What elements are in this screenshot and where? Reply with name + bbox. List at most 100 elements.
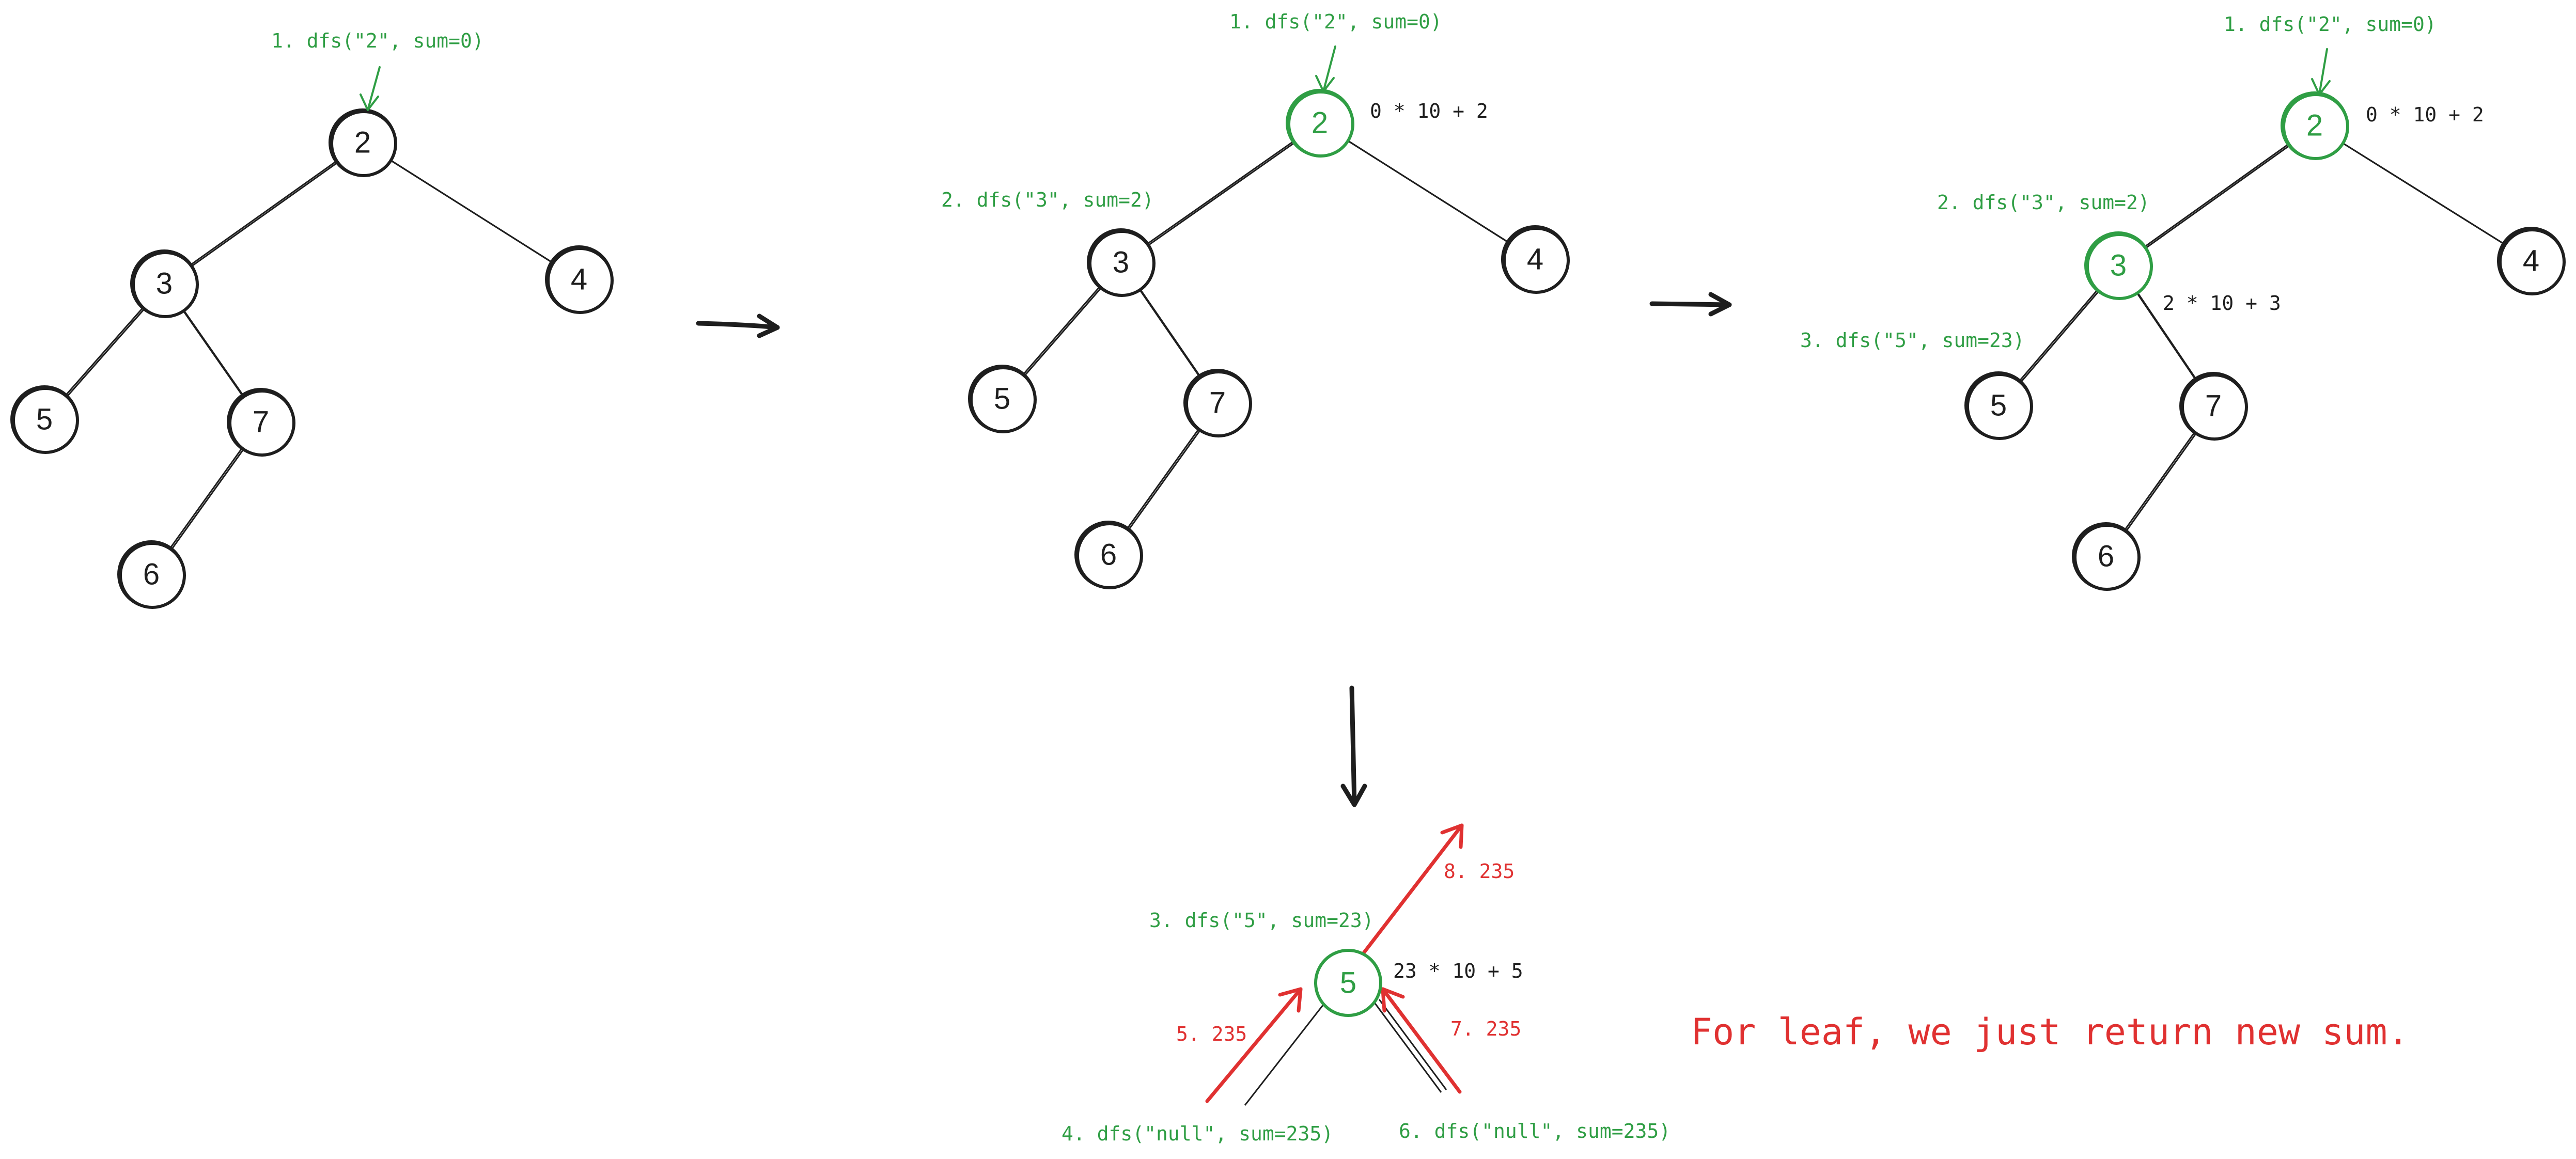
call-label: 4. dfs("null", sum=235): [1061, 1122, 1333, 1145]
tree-node-7: 7: [1183, 369, 1252, 437]
tree-node-outline: [12, 387, 79, 454]
return-label: 5. 235: [1176, 1023, 1247, 1045]
return-arrow-icon: [1362, 823, 1464, 955]
tree-node-2: 2: [2281, 91, 2349, 160]
tree-node-value: 6: [143, 558, 160, 591]
calc-label: 0 * 10 + 2: [1370, 100, 1488, 122]
tree-node-4: 4: [1501, 225, 1570, 294]
tree-node-value: 2: [1312, 106, 1328, 140]
tree-node-outline: [2181, 373, 2248, 441]
tree-edge: [2124, 432, 2195, 530]
tree-node-value: 7: [2205, 389, 2222, 423]
tree-node-outline: [970, 366, 1037, 433]
tree-node-value: 5: [1340, 966, 1356, 1000]
tree-node-value: 3: [1113, 246, 1129, 279]
tree-edge: [2019, 289, 2098, 382]
tree-edge: [2126, 433, 2197, 531]
tree-panel-visit-root: 2 3 4 5 7 6 1. dfs("2", sum=0) 2. dfs("3", sum=…: [941, 10, 1570, 589]
tree-node-outline: [330, 110, 397, 177]
tree-node-6: 6: [117, 540, 186, 609]
tree-panel-initial: 2 3 4 5 7 6 1. dfs("2", sum=0): [10, 29, 614, 609]
tree-edge: [1378, 999, 1447, 1090]
tree-edge: [171, 449, 244, 550]
tree-node-outline: [1076, 522, 1143, 589]
tree-node-2: 2: [329, 108, 397, 177]
tree-node-outline: [1287, 90, 1354, 158]
tree-node-5: 5: [968, 365, 1037, 433]
tree-node-outline: [132, 251, 199, 318]
call-label: 3. dfs("5", sum=23): [1800, 329, 2025, 352]
tree-node-value: 4: [1527, 243, 1543, 276]
arrow-right-icon: [1649, 292, 1732, 317]
return-label: 7. 235: [1450, 1017, 1521, 1040]
leaf-detail-panel: 5 3. dfs("5", sum=23) 23 * 10 + 5 8. 235…: [1061, 823, 1671, 1145]
tree-node-outline: [2282, 93, 2349, 160]
arrow-down-icon: [1340, 685, 1367, 807]
tree-node-outline: [2073, 524, 2141, 591]
call-arrow-icon: [2311, 48, 2331, 96]
tree-node-2: 2: [1286, 89, 1354, 158]
flow-arrows: [696, 292, 1732, 807]
tree-node-7: 7: [2179, 372, 2248, 441]
return-arrows: [1205, 823, 1464, 1103]
call-label: 1. dfs("2", sum=0): [2224, 13, 2437, 36]
tree-edge: [1024, 287, 1102, 376]
tree-edge: [2343, 143, 2506, 245]
tree-node-value: 5: [36, 403, 53, 436]
tree-node-4: 4: [545, 245, 614, 314]
tree-node-value: 6: [2098, 540, 2114, 573]
call-label: 2. dfs("3", sum=2): [1937, 191, 2150, 214]
tree-node-6: 6: [1074, 521, 1143, 589]
tree-node-outline: [1966, 373, 2033, 440]
call-label: 1. dfs("2", sum=0): [271, 29, 484, 52]
arrow-right-icon: [696, 314, 780, 338]
tree-node-outline: [2086, 233, 2153, 300]
tree-node-value: 7: [1209, 386, 1226, 420]
calc-label: 0 * 10 + 2: [2366, 103, 2484, 126]
tree-edge: [1148, 142, 1295, 246]
tree-node-value: 7: [253, 405, 269, 439]
tree-edge: [1127, 429, 1199, 529]
call-arrow-icon: [1315, 45, 1336, 92]
call-arrow-icon: [360, 66, 381, 111]
tree-node-value: 3: [2110, 249, 2127, 283]
tree-node-outline: [228, 389, 295, 457]
tree-node-3: 3: [130, 249, 199, 318]
tree-node-circle: [1314, 949, 1382, 1017]
tree-edge: [67, 308, 145, 397]
tree-edge: [169, 448, 243, 549]
tree-node-value: 3: [156, 267, 173, 301]
tree-node-outline: [119, 542, 186, 609]
tree-edge: [1023, 286, 1100, 375]
tree-node-5: 5: [1964, 371, 2033, 440]
tree-node-outline: [2499, 228, 2566, 295]
tree-node-5: 5: [10, 385, 79, 454]
leaf-child-edges: [1244, 999, 1447, 1106]
tree-edge: [183, 310, 245, 397]
tree-node-3: 3: [1087, 228, 1156, 297]
calc-label: 23 * 10 + 5: [1393, 960, 1523, 982]
calc-label: 2 * 10 + 3: [2163, 292, 2281, 315]
tree-node-value: 2: [2306, 109, 2323, 143]
tree-edge: [190, 161, 337, 265]
call-label: 1. dfs("2", sum=0): [1229, 10, 1442, 33]
tree-node-value: 5: [1990, 389, 2007, 422]
tree-edge: [1147, 140, 1294, 245]
tree-edge: [2137, 293, 2197, 381]
return-arrow-icon: [1205, 987, 1303, 1103]
tree-edge: [192, 162, 338, 267]
tree-edge: [1348, 140, 1510, 244]
return-label: 8. 235: [1444, 860, 1515, 883]
call-label: 6. dfs("null", sum=235): [1399, 1120, 1671, 1142]
tree-edge: [2020, 290, 2100, 383]
tree-node-outline: [547, 247, 614, 314]
tree-node-outline: [1185, 370, 1252, 437]
tree-node-7: 7: [227, 388, 295, 457]
leaf-node-5: 5: [1314, 949, 1382, 1017]
tree-node-value: 4: [571, 263, 587, 296]
tree-node-outline: [1088, 230, 1156, 297]
call-label: 2. dfs("3", sum=2): [941, 189, 1154, 211]
tree-edge: [2144, 144, 2289, 247]
